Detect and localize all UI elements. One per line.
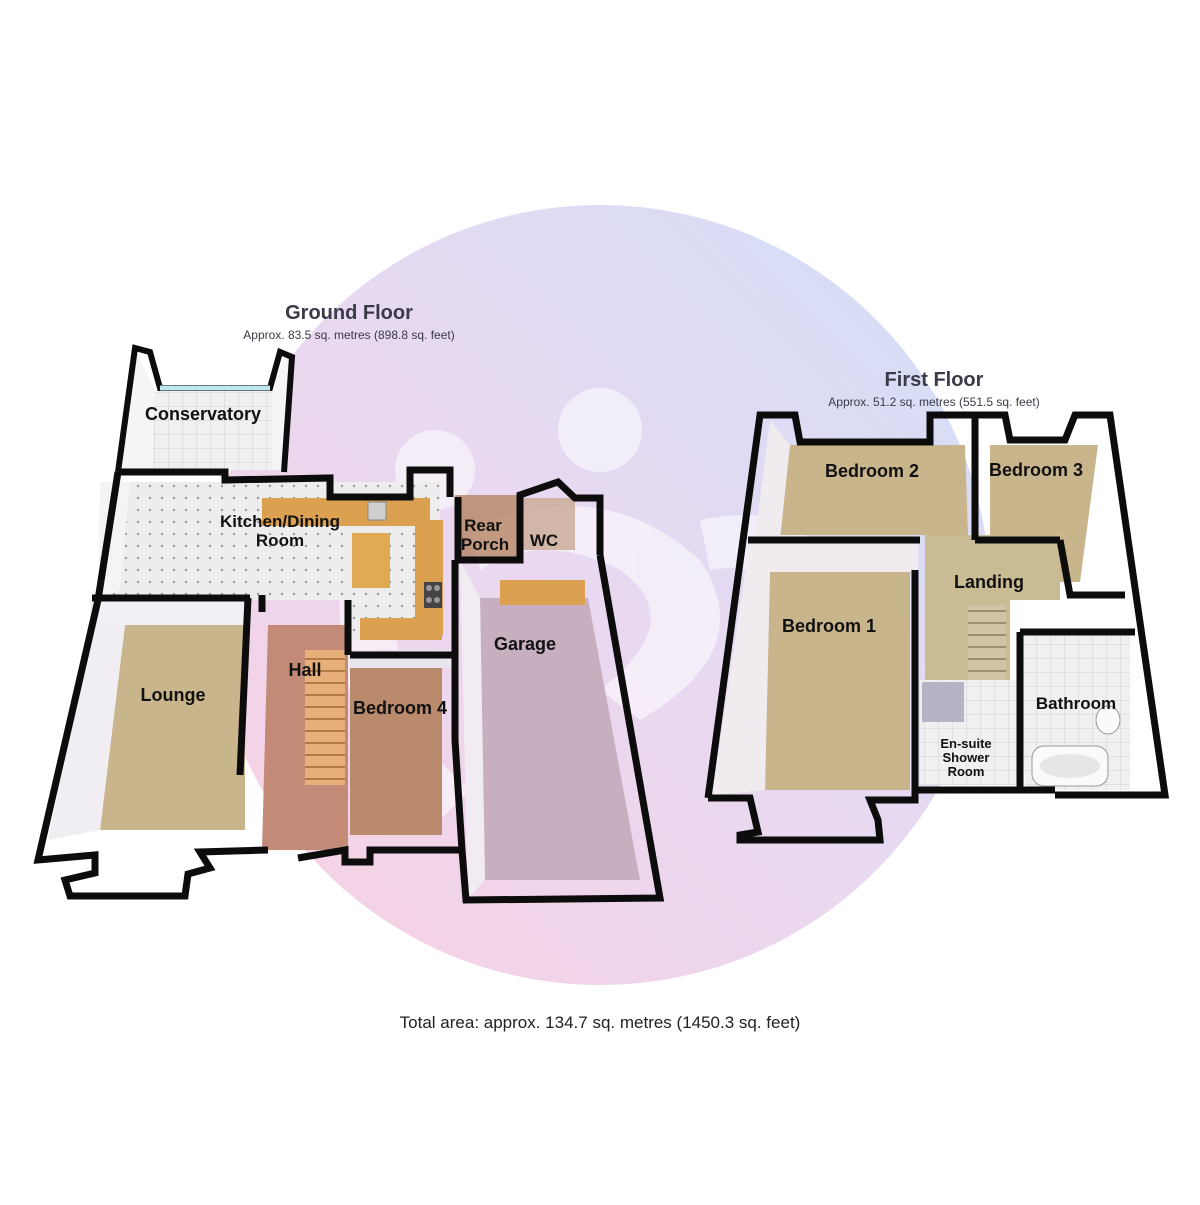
total-area: Total area: approx. 134.7 sq. metres (14… (399, 1013, 801, 1032)
garage-floor (480, 598, 640, 880)
first-floor-title: First Floor (884, 369, 984, 391)
label-ensuite-line3: Room (948, 764, 985, 779)
ground-floor-plan (33, 344, 665, 904)
label-bedroom4: Bedroom 4 (353, 698, 447, 718)
wc-floor (522, 498, 575, 550)
conservatory-floor (152, 390, 282, 470)
staircase-ground (305, 650, 345, 785)
hob (424, 582, 442, 608)
bedroom4-floor (350, 668, 442, 835)
label-ensuite-line1: En-suite (940, 736, 991, 751)
label-rear-porch-line1: Rear (464, 516, 502, 535)
toilet (1095, 705, 1121, 735)
first-floor-plan (704, 411, 1170, 844)
label-kitchen-line1: Kitchen/Dining (220, 512, 340, 531)
label-wc: WC (530, 531, 558, 550)
lounge-floor (100, 625, 245, 830)
label-ensuite-line2: Shower (943, 750, 990, 765)
label-lounge: Lounge (141, 685, 206, 705)
bedroom1-floor (765, 570, 910, 790)
first-floor-area: Approx. 51.2 sq. metres (551.5 sq. feet) (828, 395, 1040, 409)
first-floor-heading: First Floor Approx. 51.2 sq. metres (551… (784, 369, 1084, 409)
label-landing: Landing (954, 572, 1024, 592)
ground-floor-heading: Ground Floor Approx. 83.5 sq. metres (89… (199, 302, 499, 342)
room-labels: Conservatory Kitchen/Dining Room Rear Po… (141, 404, 1117, 779)
sink (367, 501, 387, 521)
label-hall: Hall (288, 660, 321, 680)
label-kitchen-line2: Room (256, 531, 304, 550)
label-conservatory: Conservatory (145, 404, 261, 424)
label-garage: Garage (494, 634, 556, 654)
label-rear-porch-line2: Porch (461, 535, 509, 554)
label-bedroom2: Bedroom 2 (825, 461, 919, 481)
ground-floor-area: Approx. 83.5 sq. metres (898.8 sq. feet) (243, 328, 455, 342)
kitchen-worktop (262, 498, 430, 526)
kitchen-island (352, 533, 390, 588)
label-bedroom3: Bedroom 3 (989, 460, 1083, 480)
rear-porch-floor (455, 495, 518, 560)
bedroom2-floor (780, 445, 968, 535)
label-bedroom1: Bedroom 1 (782, 616, 876, 636)
ground-floor-title: Ground Floor (285, 302, 413, 324)
label-bathroom: Bathroom (1036, 694, 1116, 713)
